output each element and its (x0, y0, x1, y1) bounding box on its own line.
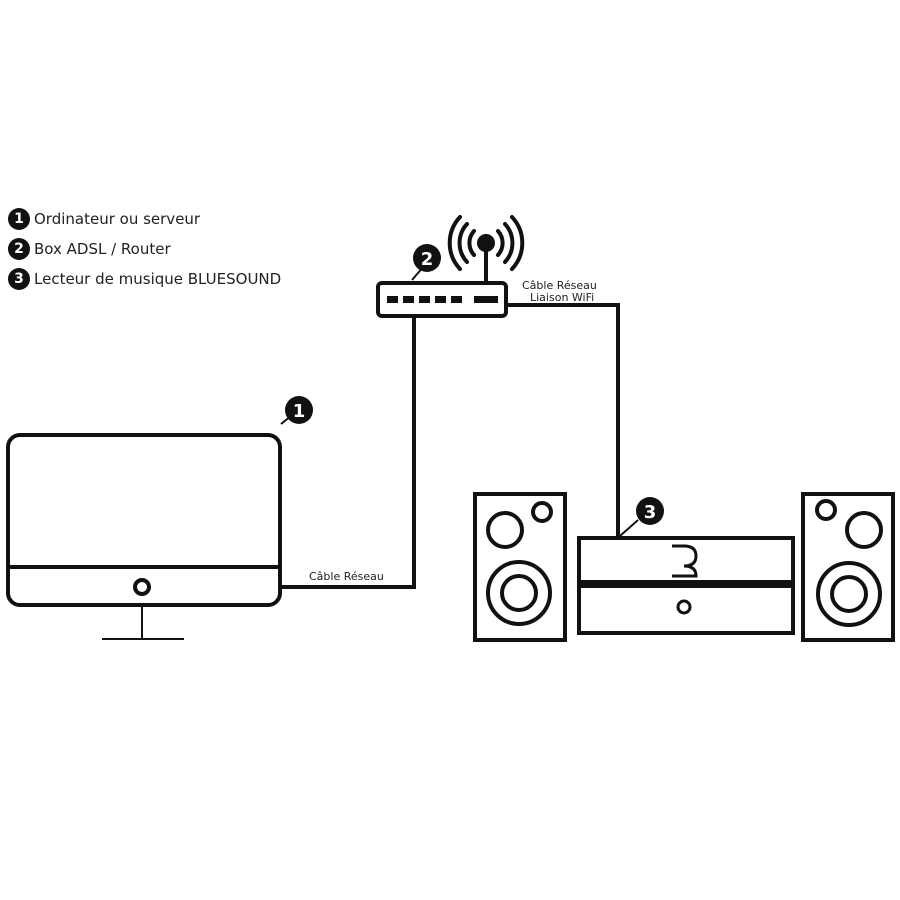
badge-player: 3 (619, 497, 664, 537)
speaker-right-icon (801, 492, 895, 642)
legend-item-1: 1 Ordinateur ou serveur (8, 204, 281, 234)
speaker-left-icon (473, 492, 567, 642)
bluesound-player-icon (577, 536, 795, 635)
wifi-antenna-icon (447, 215, 525, 285)
legend-text-2: Box ADSL / Router (34, 240, 171, 258)
label-cable-player: Câble Réseau (522, 279, 597, 292)
legend: 1 Ordinateur ou serveur 2 Box ADSL / Rou… (8, 204, 281, 294)
cable-computer-router (280, 316, 416, 589)
legend-item-2: 2 Box ADSL / Router (8, 234, 281, 264)
badge-computer-number: 1 (293, 401, 306, 422)
label-wifi: Liaison WiFi (530, 291, 594, 304)
label-cable-computer: Câble Réseau (309, 570, 384, 583)
legend-text-3: Lecteur de musique BLUESOUND (34, 270, 282, 288)
computer-monitor-icon (6, 433, 282, 640)
legend-text-1: Ordinateur ou serveur (34, 210, 201, 228)
legend-item-3: 3 Lecteur de musique BLUESOUND (8, 264, 281, 294)
legend-number-3: 3 (8, 268, 30, 290)
badge-computer: 1 (280, 396, 313, 425)
router-icon (376, 281, 508, 318)
badge-player-number: 3 (644, 502, 657, 523)
legend-number-2: 2 (8, 238, 30, 260)
cable-router-player (505, 303, 620, 538)
bluesound-logo-icon (672, 544, 698, 578)
badge-router-number: 2 (421, 249, 434, 270)
legend-number-1: 1 (8, 208, 30, 230)
badge-router: 2 (411, 244, 441, 281)
